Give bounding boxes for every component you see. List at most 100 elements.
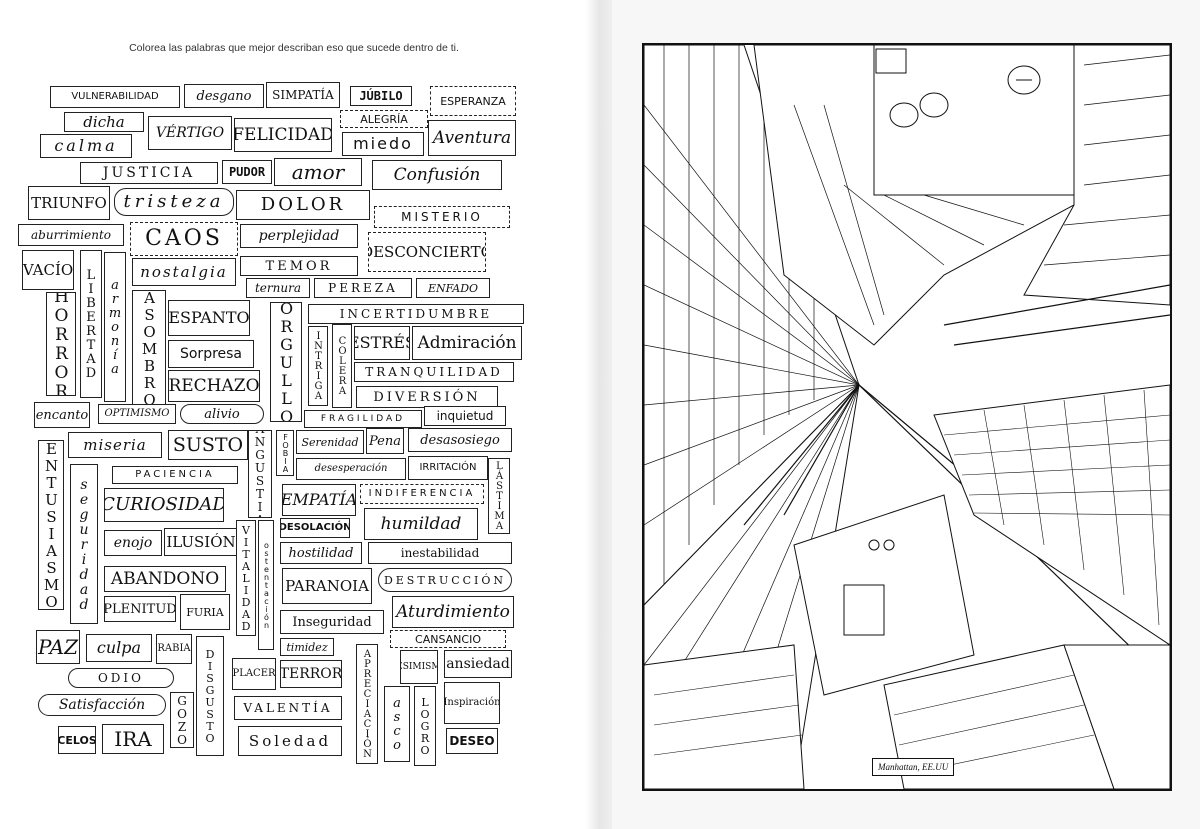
word-box[interactable]: FURIA [180, 594, 230, 630]
word-box[interactable]: inquietud [424, 406, 506, 426]
word-box[interactable]: COLERA [332, 324, 352, 408]
word-box[interactable]: aburrimiento [18, 224, 124, 246]
word-box[interactable]: ALEGRÍA [340, 110, 428, 128]
word-box[interactable]: DESOLACIÓN [280, 518, 350, 538]
word-box[interactable]: ABANDONO [104, 566, 226, 592]
word-box[interactable]: encanto [34, 402, 90, 428]
word-box[interactable]: OPTIMISMO [98, 404, 176, 424]
word-box[interactable]: LOGRO [414, 686, 436, 766]
word-box[interactable]: FRAGILIDAD [304, 410, 422, 428]
word-box[interactable]: PLENITUD [104, 596, 176, 622]
word-box[interactable]: VACÍO [22, 250, 74, 290]
word-box[interactable]: TERROR [280, 660, 342, 688]
word-box[interactable]: MISTERIO [374, 206, 510, 228]
word-box[interactable]: JÚBILO [350, 86, 412, 106]
word-box[interactable]: miedo [342, 132, 424, 156]
word-box[interactable]: Aventura [428, 120, 516, 156]
word-box[interactable]: JUSTICIA [80, 162, 218, 184]
word-box[interactable]: ESPERANZA [430, 86, 516, 116]
word-box[interactable]: VITALIDAD [236, 520, 256, 636]
word-box[interactable]: VALENTÍA [234, 696, 342, 720]
word-box[interactable]: PLACER [232, 658, 276, 690]
word-box[interactable]: CANSANCIO [390, 630, 506, 648]
word-box[interactable]: TRANQUILIDAD [354, 362, 514, 382]
word-box[interactable]: FOBIA [276, 430, 294, 476]
word-box[interactable]: humildad [364, 508, 478, 540]
word-box[interactable]: EMPATÍA [282, 484, 356, 516]
word-box[interactable]: timidez [280, 638, 334, 656]
word-box[interactable]: miseria [68, 432, 162, 458]
word-box[interactable]: ternura [246, 278, 310, 298]
word-box[interactable]: Satisfacción [38, 694, 166, 716]
word-box[interactable]: HORROR [46, 292, 76, 396]
word-box[interactable]: ODIO [68, 668, 174, 688]
word-box[interactable]: PARANOIA [282, 568, 372, 604]
word-box[interactable]: enojo [104, 530, 162, 556]
word-box[interactable]: RECHAZO [168, 370, 260, 402]
word-box[interactable]: Aturdimiento [392, 596, 514, 628]
word-box[interactable]: Inseguridad [280, 610, 384, 634]
word-box[interactable]: tristeza [114, 188, 234, 216]
word-box[interactable]: ostentación [258, 520, 274, 650]
word-box[interactable]: IRA [102, 724, 164, 754]
word-box[interactable]: Pena [366, 428, 404, 454]
word-box[interactable]: dicha [64, 112, 144, 132]
word-box[interactable]: Admiración [412, 326, 522, 360]
word-box[interactable]: Inspiración [444, 682, 500, 724]
word-box[interactable]: DESEO [446, 728, 498, 754]
word-box[interactable]: ansiedad [444, 650, 512, 678]
word-box[interactable]: amor [274, 158, 362, 186]
word-box[interactable]: TRIUNFO [28, 186, 110, 220]
city-illustration[interactable] [642, 43, 1172, 791]
word-box[interactable]: SIMPATÍA [266, 82, 340, 108]
word-box[interactable]: Soledad [238, 726, 342, 756]
word-box[interactable]: desesperación [296, 458, 406, 480]
word-box[interactable]: PUDOR [222, 160, 272, 184]
word-box[interactable]: Sorpresa [168, 340, 254, 368]
word-box[interactable]: nostalgia [132, 258, 236, 286]
word-box[interactable]: ENTUSIASMO [38, 440, 64, 610]
word-box[interactable]: desgano [184, 84, 264, 108]
word-box[interactable]: TEMOR [240, 256, 358, 276]
word-box[interactable]: DISGUSTO [196, 636, 224, 756]
word-box[interactable]: Confusión [372, 160, 502, 190]
word-box[interactable]: ASOMBRO [132, 290, 166, 406]
word-box[interactable]: ORGULLO [270, 302, 302, 422]
word-box[interactable]: INTRIGA [308, 326, 328, 406]
word-box[interactable]: CURIOSIDAD [104, 488, 224, 522]
word-box[interactable]: DESTRUCCIÓN [378, 568, 512, 592]
word-box[interactable]: calma [40, 134, 132, 158]
word-box[interactable]: LIBERTAD [80, 250, 102, 398]
word-box[interactable]: CAOS [130, 222, 238, 256]
word-box[interactable]: ILUSIÓN [164, 528, 238, 556]
word-box[interactable]: CELOS [58, 726, 96, 754]
word-box[interactable]: PESIMISMO [400, 650, 438, 684]
word-box[interactable]: culpa [86, 634, 152, 662]
word-box[interactable]: APRECIACIÓN [356, 644, 378, 764]
word-box[interactable]: DESCONCIERTO [368, 232, 486, 272]
word-box[interactable]: PAZ [36, 630, 80, 664]
word-box[interactable]: DOLOR [236, 190, 370, 220]
word-box[interactable]: VÉRTIGO [148, 116, 232, 150]
word-box[interactable]: armonía [104, 252, 126, 402]
word-box[interactable]: LÁSTIMA [488, 458, 510, 534]
word-box[interactable]: alivio [180, 404, 264, 424]
word-box[interactable]: perplejidad [240, 224, 358, 248]
word-box[interactable]: GOZO [170, 692, 194, 748]
word-box[interactable]: ESTRÉS [354, 326, 410, 360]
word-box[interactable]: PACIENCIA [112, 466, 238, 484]
word-box[interactable]: VULNERABILIDAD [50, 86, 180, 108]
word-box[interactable]: Serenidad [296, 430, 364, 454]
word-box[interactable]: ANGUSTIA [248, 430, 272, 518]
word-box[interactable]: INCERTIDUMBRE [308, 304, 524, 324]
word-box[interactable]: seguridad [70, 464, 98, 624]
word-box[interactable]: hostilidad [280, 542, 362, 564]
word-box[interactable]: ENFADO [416, 278, 490, 298]
word-box[interactable]: ESPANTO [168, 300, 250, 336]
word-box[interactable]: INDIFERENCIA [360, 484, 484, 504]
word-box[interactable]: RABIA [156, 634, 192, 664]
word-box[interactable]: SUSTO [168, 430, 248, 460]
word-box[interactable]: PEREZA [314, 278, 412, 298]
word-box[interactable]: asco [384, 686, 410, 762]
word-box[interactable]: FELICIDAD [234, 118, 332, 152]
